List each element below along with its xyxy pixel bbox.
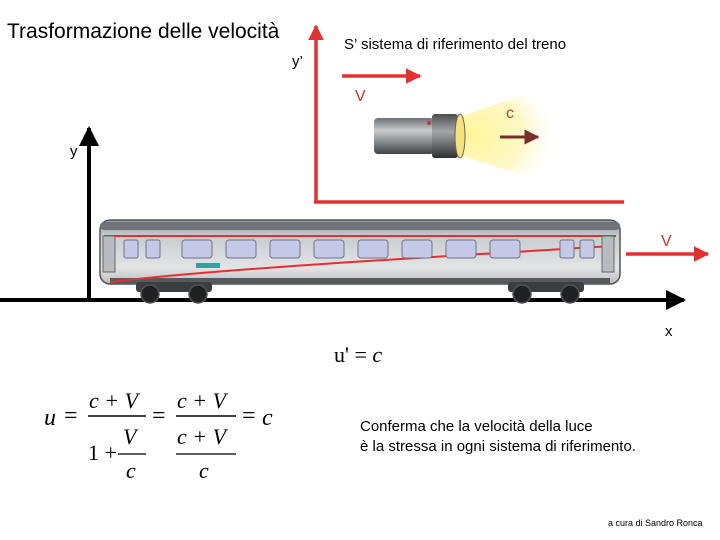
- eq-sign-2: =: [152, 403, 166, 429]
- y-prime-label: y’: [292, 53, 303, 70]
- page-title: Trasformazione delle velocità: [7, 20, 280, 43]
- y-label: y: [70, 143, 78, 160]
- eq-result: c: [262, 405, 273, 431]
- train-velocity-label: V: [355, 88, 366, 105]
- eq-prime-sign: =: [354, 342, 367, 367]
- x-label: x: [665, 323, 673, 340]
- eq-prime-rhs: c: [372, 342, 383, 367]
- eq-den1-num: V: [123, 424, 137, 449]
- conclusion-text: Conferma che la velocità della luce è la…: [360, 417, 636, 457]
- eq-sign-1: =: [64, 403, 78, 429]
- author-credit: a cura di Sandro Ronca: [608, 518, 703, 528]
- ground-velocity-label: V: [661, 233, 672, 250]
- eq-den1-den: c: [126, 458, 136, 483]
- eq-u: u: [44, 405, 56, 431]
- eq-prime-lhs: u': [334, 342, 349, 367]
- flashlight-icon: [374, 96, 560, 174]
- conclusion-line-2: è la stressa in ogni sistema di riferime…: [360, 438, 636, 455]
- eq-den2-den: c: [199, 458, 209, 483]
- eq-num-1: c + V: [89, 388, 139, 413]
- train-car-icon: [99, 219, 621, 304]
- eq-num-2: c + V: [177, 388, 227, 413]
- train-frame-label: S’ sistema di riferimento del treno: [344, 36, 567, 53]
- equation-u-prime: u' = c: [334, 342, 382, 368]
- eq-one-plus: 1 +: [88, 440, 117, 465]
- conclusion-line-1: Conferma che la velocità della luce: [360, 418, 593, 435]
- eq-den2-num: c + V: [177, 424, 227, 449]
- light-speed-label: c: [506, 105, 514, 122]
- eq-sign-3: =: [242, 403, 256, 429]
